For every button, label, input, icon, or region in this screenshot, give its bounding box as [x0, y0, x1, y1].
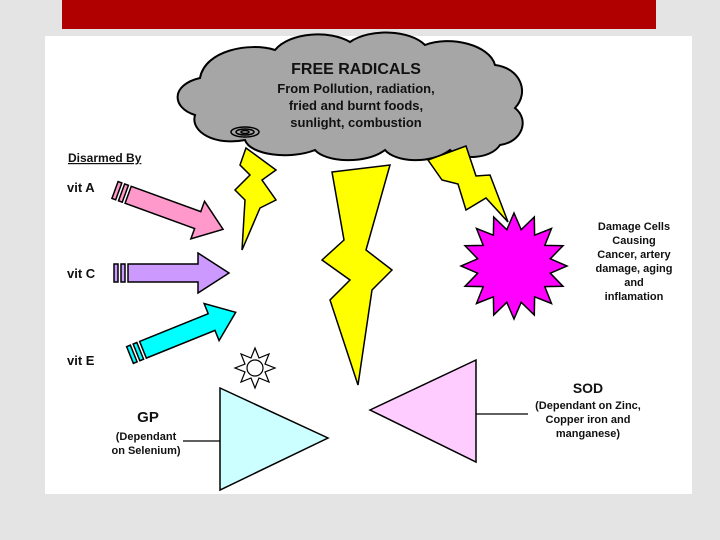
lightning-bolt-center [320, 164, 394, 386]
cloud-title: FREE RADICALS [291, 61, 421, 78]
gp-triangle [219, 386, 330, 492]
gp-line-1: (Dependant [116, 431, 177, 443]
free-radicals-cloud [176, 31, 524, 162]
damage-line-4: damage, aging [595, 263, 672, 275]
cloud-line-3: sunlight, combustion [290, 115, 421, 130]
damage-starburst [459, 211, 569, 321]
vit-a-arrow [110, 180, 225, 241]
damage-line-2: Causing [612, 235, 655, 247]
sun-icon [233, 346, 277, 390]
damage-line-3: Cancer, artery [597, 249, 671, 261]
sod-triangle [368, 358, 477, 464]
gp-line-2: on Selenium) [111, 445, 180, 457]
cloud-line-2: fried and burnt foods, [289, 98, 423, 113]
vit-e-arrow [125, 302, 237, 365]
sod-line-2: Copper iron and [546, 414, 631, 426]
sod-title: SOD [573, 380, 603, 396]
header-bar [62, 0, 656, 29]
vit-e-label: vit E [67, 353, 95, 368]
sod-line-1: (Dependant on Zinc, [535, 400, 641, 412]
smoke-swirl [230, 126, 260, 138]
vit-a-label: vit A [67, 180, 95, 195]
damage-line-5: and [624, 277, 644, 289]
disarmed-by-label: Disarmed By [68, 151, 142, 165]
damage-line-1: Damage Cells [598, 221, 670, 233]
vit-c-arrow [113, 251, 231, 295]
lightning-bolt-left [233, 146, 278, 251]
lightning-bolt-right [426, 145, 509, 223]
vit-c-label: vit C [67, 266, 96, 281]
gp-title: GP [137, 409, 159, 426]
damage-line-6: inflamation [605, 291, 664, 303]
damage-text: Damage Cells Causing Cancer, artery dama… [595, 221, 672, 303]
sod-line-3: manganese) [556, 428, 621, 440]
cloud-line-1: From Pollution, radiation, [277, 81, 434, 96]
